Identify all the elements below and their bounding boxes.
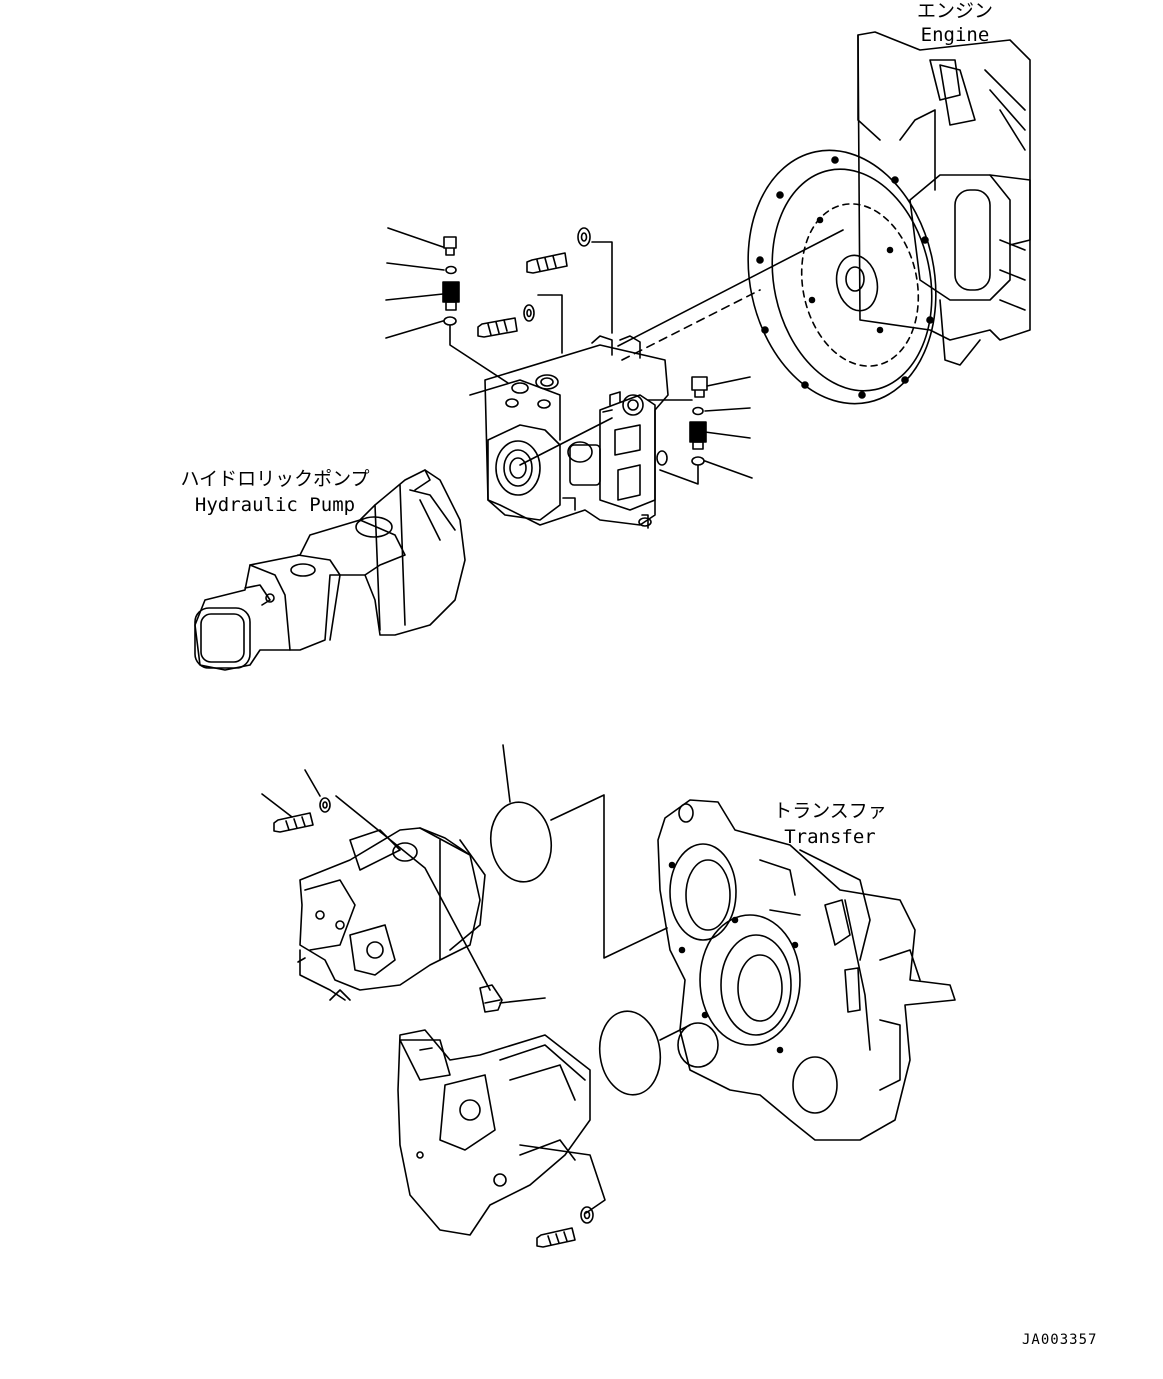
engine-label-jp: エンジン [916, 0, 993, 22]
o-ring-upper [486, 745, 667, 958]
right-fitting-stack [648, 377, 752, 484]
pressure-sensor [480, 985, 545, 1012]
transfer-label-en: Transfer [784, 826, 876, 848]
transfer-label-jp: トランスファ [773, 800, 887, 822]
left-fitting-stack [386, 228, 508, 383]
pump-label-jp: ハイドロリックポンプ [180, 468, 370, 490]
engine-label-en: Engine [920, 24, 990, 46]
pump-mounting-bolts [478, 228, 612, 353]
drawing-code: JA003357 [1022, 1332, 1098, 1348]
travel-motor-upper [298, 828, 485, 1000]
transfer-assembly [658, 800, 955, 1140]
travel-motor-lower [398, 1030, 605, 1235]
hydraulic-pump-reference [195, 470, 465, 670]
o-ring-lower [594, 1007, 690, 1099]
motor-lower-bolt [537, 1207, 593, 1247]
hydraulic-pump-assembly [470, 336, 668, 528]
motor-upper-bolt [262, 770, 490, 990]
engine-assembly [618, 32, 1030, 421]
pump-label-en: Hydraulic Pump [194, 494, 356, 516]
